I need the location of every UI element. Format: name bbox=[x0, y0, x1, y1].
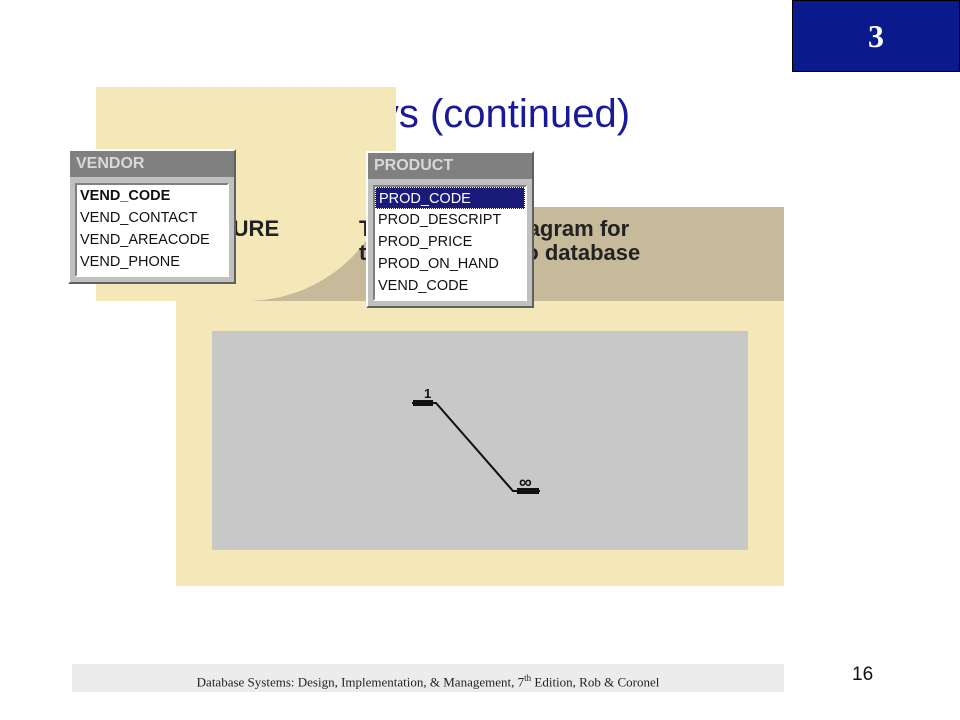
field-prod-price[interactable]: PROD_PRICE bbox=[378, 234, 473, 250]
relationship-many-end bbox=[517, 488, 539, 494]
footer-text: Database Systems: Design, Implementation… bbox=[196, 674, 525, 690]
field-vend-areacode[interactable]: VEND_AREACODE bbox=[80, 232, 210, 248]
field-prod-on-hand[interactable]: PROD_ON_HAND bbox=[378, 256, 499, 272]
field-prod-descript[interactable]: PROD_DESCRIPT bbox=[378, 212, 502, 228]
footer-text-end: Edition, Rob & Coronel bbox=[531, 674, 660, 690]
field-prod-code[interactable]: PROD_CODE bbox=[375, 187, 525, 209]
field-vend-contact[interactable]: VEND_CONTACT bbox=[80, 210, 198, 226]
vendor-table-title: VENDOR bbox=[70, 151, 234, 177]
vendor-field-list: VEND_CODE VEND_CONTACT VEND_AREACODE VEN… bbox=[75, 183, 229, 277]
field-vend-phone[interactable]: VEND_PHONE bbox=[80, 254, 180, 270]
footer-superscript: th bbox=[524, 673, 532, 683]
relational-diagram bbox=[212, 331, 748, 550]
footer-citation: Database Systems: Design, Implementation… bbox=[72, 664, 784, 692]
relationship-one-end bbox=[413, 400, 433, 406]
relationship-one-label: 1 bbox=[424, 386, 432, 401]
relationship-many-label: ∞ bbox=[519, 472, 532, 492]
chapter-number-badge: 3 bbox=[792, 0, 960, 72]
product-table[interactable]: PRODUCT PROD_CODE PROD_DESCRIPT PROD_PRI… bbox=[366, 151, 534, 308]
product-table-title: PRODUCT bbox=[368, 153, 532, 179]
product-field-list: PROD_CODE PROD_DESCRIPT PROD_PRICE PROD_… bbox=[373, 185, 527, 301]
field-vend-code-fk[interactable]: VEND_CODE bbox=[378, 278, 469, 294]
vendor-table[interactable]: VENDOR VEND_CODE VEND_CONTACT VEND_AREAC… bbox=[68, 149, 236, 284]
page-number: 16 bbox=[852, 664, 874, 685]
field-vend-code[interactable]: VEND_CODE bbox=[80, 188, 171, 204]
